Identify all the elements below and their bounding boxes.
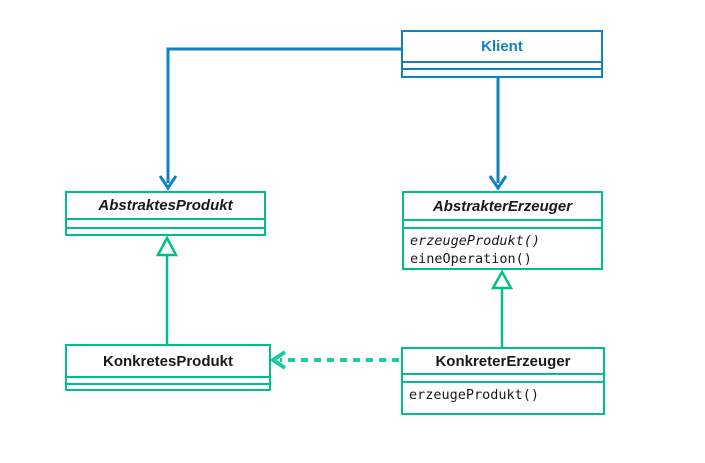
konkreter-erzeuger-attributes-compartment bbox=[403, 373, 603, 381]
konkretes-produkt-attributes-compartment bbox=[67, 376, 269, 383]
arrowhead-down-abstraktererzeuger bbox=[488, 175, 508, 191]
class-box-konkreter-erzeuger: KonkreterErzeuger erzeugeProdukt() bbox=[401, 347, 605, 415]
klient-attributes-compartment bbox=[403, 61, 601, 68]
method-eine-operation: eineOperation() bbox=[410, 251, 532, 267]
arrowhead-down-abstraktesprodukt bbox=[158, 175, 178, 191]
arrowhead-left-konkretesprodukt bbox=[269, 350, 287, 370]
method-erzeuge-produkt-concrete: erzeugeProdukt() bbox=[409, 387, 540, 403]
class-name-konkreter-erzeuger: KonkreterErzeuger bbox=[435, 352, 571, 370]
abstrakter-erzeuger-methods-compartment: erzeugeProdukt() eineOperation() bbox=[404, 227, 601, 268]
class-name-klient: Klient bbox=[481, 38, 523, 55]
konkretes-produkt-methods-compartment bbox=[67, 383, 269, 389]
class-name-konkretes-produkt: KonkretesProdukt bbox=[102, 352, 234, 370]
class-box-abstrakter-erzeuger: AbstrakterErzeuger erzeugeProdukt() eine… bbox=[402, 191, 603, 270]
class-name-abstrakter-erzeuger: AbstrakterErzeuger bbox=[432, 197, 573, 215]
association-klient-abstraktesprodukt bbox=[166, 47, 401, 183]
hollow-triangle-abstraktesprodukt bbox=[155, 235, 179, 257]
hollow-triangle-abstraktererzeuger bbox=[490, 269, 514, 290]
class-box-klient: Klient bbox=[401, 30, 603, 78]
abstraktes-produkt-attributes-compartment bbox=[67, 218, 264, 227]
konkreter-erzeuger-methods-compartment: erzeugeProdukt() bbox=[403, 381, 603, 413]
method-erzeuge-produkt-abstract: erzeugeProdukt() bbox=[410, 233, 541, 249]
class-box-konkretes-produkt: KonkretesProdukt bbox=[65, 344, 271, 391]
class-box-abstraktes-produkt: AbstraktesProdukt bbox=[65, 191, 266, 236]
abstrakter-erzeuger-attributes-compartment bbox=[404, 219, 601, 227]
class-name-abstraktes-produkt: AbstraktesProdukt bbox=[98, 197, 233, 214]
klient-methods-compartment bbox=[403, 68, 601, 76]
abstraktes-produkt-methods-compartment bbox=[67, 227, 264, 234]
